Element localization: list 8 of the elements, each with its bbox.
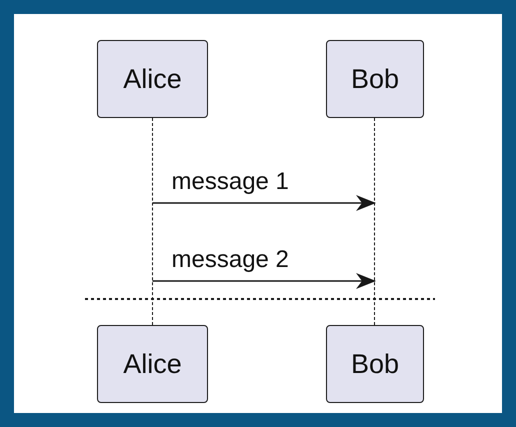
participant-box: Alice — [97, 325, 208, 403]
participant-box: Bob — [326, 325, 424, 403]
message-arrow — [152, 195, 376, 211]
participant-box: Bob — [326, 40, 424, 118]
lifeline — [374, 118, 376, 325]
lifeline — [152, 118, 154, 325]
participant-box: Alice — [97, 40, 208, 118]
message-arrow — [152, 273, 376, 289]
